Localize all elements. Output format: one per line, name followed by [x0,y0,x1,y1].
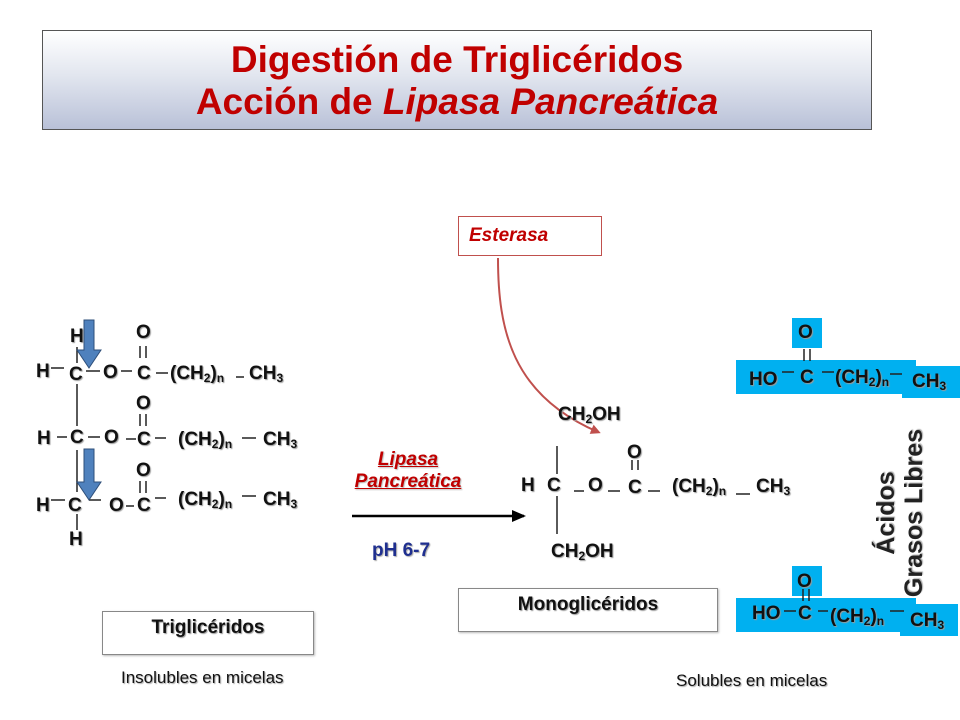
free-fatty-acids-label: Ácidos Grasos Libres [872,393,928,633]
fa2-ho: HO [752,603,781,624]
tg-atom-h-left-3: H [36,495,50,516]
fatty-acid-highlight-bottom-ch3 [900,604,958,636]
fa1-atom-c: C [800,367,814,388]
mg-atom-o-ester: O [588,475,603,496]
tg-chain-2: (CH2)n [178,429,233,451]
tg-atom-h-top: H [70,326,84,347]
fa2-atom-c: C [798,603,812,624]
down-arrow-icon [76,319,102,501]
fatty-acid-highlight-top-o [792,318,822,348]
lipase-label-line-2: Pancreática [354,470,462,492]
mg-atom-o-carbonyl: O [627,442,642,463]
mg-atom-h: H [521,475,535,496]
tg-ch3-3: CH3 [263,489,298,511]
tg-ch3-1: CH3 [249,363,284,385]
esterase-label: Esterasa [469,225,549,246]
fatty-acid-highlight-top-ch3 [902,366,960,398]
mg-ch2oh-bottom: CH2OH [551,541,614,563]
tg-atom-o-ester-2: O [104,427,119,448]
mg-chain: (CH2)n [672,476,727,498]
monoglycerides-label-box: Monoglicéridos [458,588,718,632]
fa2-ch3: CH3 [910,610,945,632]
fatty-acid-highlight-top-base [736,360,916,394]
tg-atom-c-2: C [70,427,84,448]
fa1-ho: HO [749,369,778,390]
title-line-2-plain: Acción de [195,81,383,122]
title-box: Digestión de Triglicéridos Acción de Lip… [42,30,872,130]
title-line-2: Acción de Lipasa Pancreática [43,81,871,123]
tg-atom-h-left-2: H [37,428,51,449]
tg-atom-h-left-1: H [36,361,50,382]
tg-atom-c-carbonyl-3: C [137,495,151,516]
fa1-ch3: CH3 [912,371,947,393]
tg-atom-o-carbonyl-1: O [136,322,151,343]
tg-atom-o-carbonyl-2: O [136,393,151,414]
fa2-chain: (CH2)n [830,606,885,628]
insoluble-caption: Insolubles en micelas [121,668,284,687]
triglycerides-label-box: Triglicéridos [102,611,314,655]
tg-atom-o-ester-3: O [109,495,124,516]
tg-atom-c-3: C [68,495,82,516]
free-fatty-acids-label-line-2: Grasos Libres [900,428,928,598]
tg-chain-3: (CH2)n [178,489,233,511]
triglycerides-label: Triglicéridos [151,617,265,638]
soluble-caption: Solubles en micelas [676,671,828,690]
fa1-atom-o: O [798,322,813,343]
monoglycerides-label: Monoglicéridos [517,594,659,615]
title-line-1: Digestión de Triglicéridos [230,39,684,80]
free-fatty-acids-label-line-1: Ácidos [872,471,900,555]
mg-atom-c-carbonyl: C [628,477,642,498]
fatty-acid-highlight-bottom-o [792,566,822,596]
lipase-label: Lipasa Pancreática [338,449,478,493]
curved-arrow-icon [497,257,601,434]
mg-atom-c: C [547,475,561,496]
tg-atom-o-carbonyl-3: O [136,460,151,481]
esterase-box: Esterasa [458,216,602,256]
tg-atom-h-bottom: H [69,529,83,550]
tg-atom-c-carbonyl-2: C [137,429,151,450]
fatty-acid-highlight-bottom-base [736,598,916,632]
title-line-2-italic: Lipasa Pancreática [382,81,719,122]
tg-chain-1: (CH2)n [170,363,225,385]
mg-ch2oh-top: CH2OH [558,404,621,426]
tg-atom-c-carbonyl-1: C [137,363,151,384]
fa1-chain: (CH2)n [835,367,890,389]
ph-condition: pH 6-7 [372,540,431,561]
lipase-label-line-1: Lipasa [377,449,439,470]
fa2-atom-o: O [797,571,812,592]
tg-atom-c-1: C [69,364,83,385]
tg-ch3-2: CH3 [263,429,298,451]
tg-atom-o-ester-1: O [103,362,118,383]
mg-ch3: CH3 [756,476,791,498]
